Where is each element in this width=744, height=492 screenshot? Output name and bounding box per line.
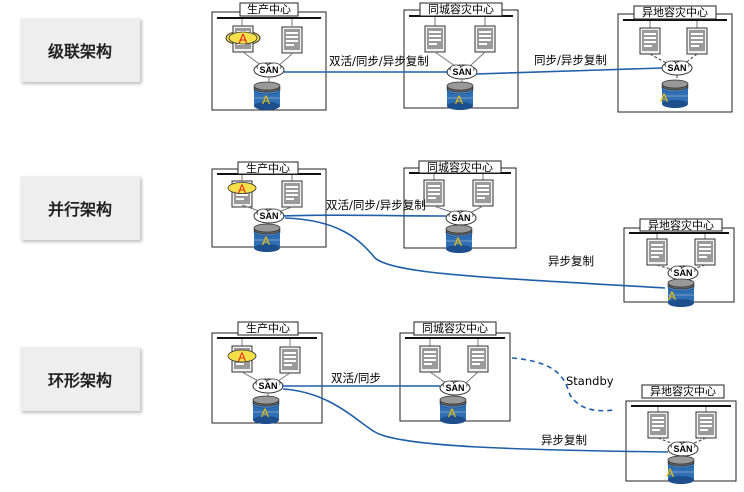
disk-letter: A (454, 235, 462, 249)
disk-letter: A (448, 406, 456, 420)
dc-title: 同城容灾中心 (428, 2, 494, 16)
app-letter: A (238, 182, 246, 196)
row-label-cascade: 级联架构 (20, 18, 140, 82)
dc-remote-3: 异地容灾中心 SAN A (625, 384, 737, 485)
server-icon (686, 27, 708, 55)
server-icon (467, 345, 489, 373)
link-label: 异步复制 (548, 254, 594, 268)
dc-title: 生产中心 (246, 321, 290, 335)
server-icon (647, 411, 669, 439)
app-letter: A (239, 31, 248, 46)
svg-text:SAN: SAN (452, 67, 471, 77)
link-label: 双活/同步/异步复制 (329, 54, 429, 68)
dc-title: 异地容灾中心 (650, 384, 716, 398)
server-icon (281, 26, 303, 54)
app-letter: A (238, 350, 246, 364)
standby-link (511, 357, 615, 412)
link-label: 异步复制 (541, 433, 587, 447)
disk-letter: A (660, 91, 668, 105)
row-label-parallel: 并行架构 (20, 176, 140, 240)
server-icon (419, 345, 441, 373)
dc-title: 生产中心 (247, 2, 291, 16)
dc-remote-1: 异地容灾中心 SAN A (617, 5, 733, 113)
dc-title: 同城容灾中心 (422, 321, 488, 335)
dc-same-city-1: 同城容灾中心 SAN A (403, 2, 519, 111)
svg-text:SAN: SAN (259, 65, 278, 75)
dc-production-2: 生产中心 A SAN A (211, 161, 327, 253)
dc-remote-2: 异地容灾中心 SAN A (623, 218, 735, 308)
disk-letter: A (261, 406, 269, 420)
dc-same-city-3: 同城容灾中心 SAN A (399, 321, 511, 425)
dc-title: 异地容灾中心 (642, 5, 708, 19)
replication-link (282, 388, 669, 453)
link-label: 双活/同步/异步复制 (326, 198, 426, 212)
server-icon (472, 179, 494, 207)
svg-text:SAN: SAN (673, 444, 692, 454)
link-label: 双活/同步 (331, 371, 381, 385)
dc-title: 生产中心 (246, 161, 290, 175)
disk-letter: A (262, 234, 270, 248)
server-icon (694, 238, 716, 266)
svg-text:SAN: SAN (451, 213, 470, 223)
replication-link (475, 67, 663, 75)
dc-production-3: 生产中心 A SAN A (211, 321, 323, 425)
svg-text:SAN: SAN (445, 383, 464, 393)
replication-link (282, 214, 447, 217)
app-badge (227, 182, 257, 194)
row-label-ring: 环形架构 (20, 347, 140, 411)
server-icon (474, 25, 496, 53)
svg-text:SAN: SAN (259, 211, 278, 221)
server-icon (424, 25, 446, 53)
server-icon (423, 179, 445, 207)
server-icon (695, 411, 717, 439)
svg-text:SAN: SAN (667, 63, 686, 73)
dc-production-1: 生产中心 A SAN A (211, 2, 327, 111)
disk-letter: A (668, 289, 676, 303)
server-icon (646, 238, 668, 266)
app-badge (227, 349, 257, 363)
svg-text:SAN: SAN (258, 381, 277, 391)
link-label: 同步/异步复制 (534, 53, 607, 67)
dc-title: 同城容灾中心 (427, 160, 493, 174)
disk-letter: A (262, 93, 270, 107)
server-icon (279, 346, 301, 374)
server-icon (281, 180, 303, 208)
replication-link (284, 217, 666, 289)
disk-letter: A (666, 466, 674, 480)
link-label: Standby (566, 374, 614, 388)
server-icon (639, 27, 661, 55)
dc-title: 异地容灾中心 (648, 218, 714, 232)
dc-same-city-2: 同城容灾中心 SAN A (403, 160, 517, 254)
svg-text:SAN: SAN (673, 268, 692, 278)
disk-letter: A (455, 93, 463, 107)
